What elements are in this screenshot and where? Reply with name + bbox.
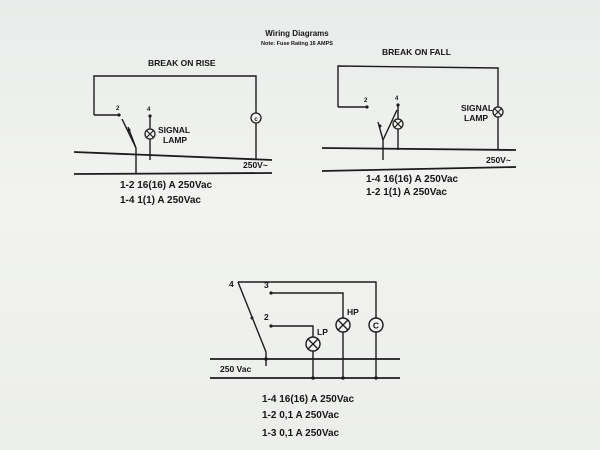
signal-lamp-label-1: SIGNAL [158, 125, 190, 135]
contactor-c-icon: c [250, 112, 262, 124]
lp-lamp-icon [305, 336, 321, 352]
diagram-lp-hp: 4 3 2 LP HP C [210, 279, 400, 439]
terminal-2-dot [365, 105, 369, 109]
rating-line-1: 1-2 16(16) A 250Vac [120, 180, 213, 191]
diagram-title: BREAK ON RISE [148, 58, 216, 68]
bus-junction-dot [264, 357, 268, 361]
diagram-break-on-fall: BREAK ON FALL 2 4 SIGNAL LAMP 250V~ [321, 47, 517, 198]
lp-label: LP [317, 327, 328, 337]
svg-text:c: c [254, 117, 258, 123]
supply-line-top [321, 147, 517, 151]
switch-blade [237, 281, 267, 366]
switch-contact [377, 121, 384, 141]
page-title: Wiring Diagrams [265, 29, 329, 38]
hp-lamp-icon [335, 317, 351, 333]
terminal-4-dot [148, 114, 152, 118]
supply-voltage-label: 250V~ [243, 160, 268, 170]
terminal-2-label: 2 [364, 98, 368, 104]
rating-line-1: 1-4 16(16) A 250Vac [366, 174, 459, 185]
diagram-break-on-rise: BREAK ON RISE 2 4 SIGNAL LAMP c 250V~ [73, 58, 273, 206]
switch-pivot-dot [378, 124, 382, 128]
signal-lamp-icon [144, 128, 156, 140]
terminal-3-label: 3 [264, 280, 269, 290]
switch-pivot-dot [127, 128, 131, 132]
page-subtitle: Note: Fuse Rating 16 AMPS [261, 41, 333, 47]
signal-lamp-label-2: LAMP [163, 135, 187, 145]
signal-lamp-icon [392, 118, 404, 130]
rating-line-2: 1-4 1(1) A 250Vac [120, 195, 201, 206]
terminal-4-wire [238, 281, 377, 378]
rating-line-2: 1-2 0,1 A 250Vac [262, 410, 340, 421]
terminal-2-wire [271, 325, 314, 378]
supply-voltage-label: 250V~ [486, 155, 511, 165]
terminal-3-wire [271, 292, 344, 378]
supply-voltage-label: 250 Vac [220, 364, 251, 374]
hp-label: HP [347, 307, 359, 317]
signal-lamp-right-icon [492, 106, 504, 118]
terminal-4-dot [396, 103, 400, 107]
terminal-4-label: 4 [147, 107, 151, 113]
rating-line-1: 1-4 16(16) A 250Vac [262, 394, 355, 405]
terminal-2-label: 2 [116, 106, 120, 112]
signal-lamp-label-2: LAMP [464, 113, 488, 123]
contactor-c-icon: C [368, 317, 384, 333]
diagram-title: BREAK ON FALL [382, 47, 451, 57]
bus-junction-dot [341, 376, 345, 380]
terminal-2-dot [117, 113, 121, 117]
supply-line-bottom [321, 166, 517, 172]
supply-line-bottom [73, 172, 273, 175]
switch-blade [382, 109, 398, 141]
switch-pivot-dot [250, 316, 254, 320]
supply-line-top [73, 151, 273, 161]
bus-junction-dot [311, 376, 315, 380]
loop-wire [93, 75, 257, 160]
svg-text:C: C [373, 321, 379, 331]
terminal-2-label: 2 [264, 312, 269, 322]
terminal-4-label: 4 [229, 279, 234, 289]
terminal-4-label: 4 [395, 96, 399, 102]
rating-line-3: 1-3 0,1 A 250Vac [262, 428, 340, 439]
rating-line-2: 1-2 1(1) A 250Vac [366, 187, 447, 198]
signal-lamp-label-1: SIGNAL [461, 103, 493, 113]
bus-junction-dot [374, 376, 378, 380]
